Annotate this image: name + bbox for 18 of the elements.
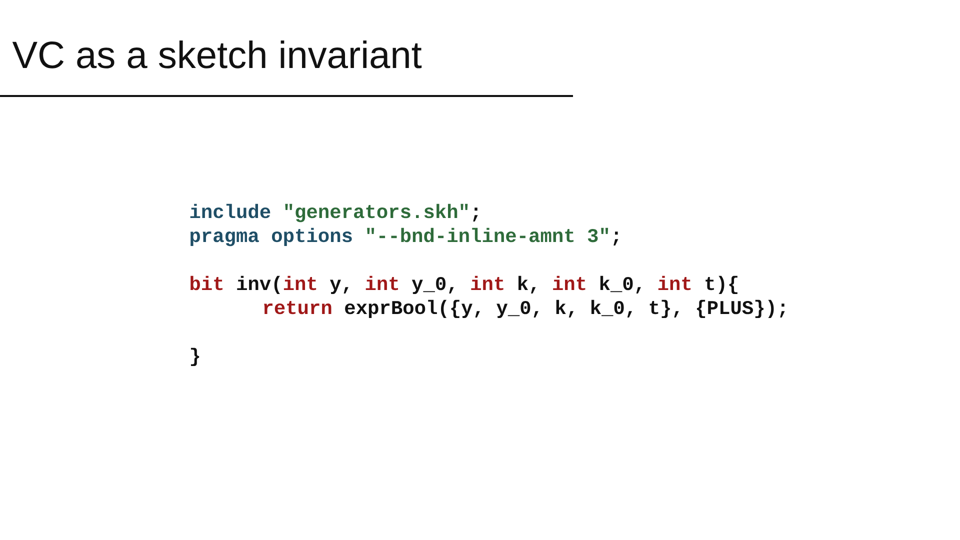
label: inv( xyxy=(237,276,280,294)
code-line: return exprBool({y, y_0, k, k_0, t}, {PLUS}); xyxy=(264,300,785,318)
label: k_0, xyxy=(600,276,641,294)
label: int xyxy=(471,276,504,290)
label: k, xyxy=(518,276,536,294)
code-line: } xyxy=(190,348,200,366)
label: int xyxy=(366,276,398,290)
code-line: bit inv( int y, int y_0, int k, int k_0, int t){ xyxy=(190,276,738,294)
label: t){ xyxy=(706,276,738,294)
label: int xyxy=(658,276,691,290)
label: int xyxy=(284,276,316,290)
slide-title: VC as a sketch invariant xyxy=(12,40,422,68)
label: int xyxy=(553,276,586,290)
label: bit xyxy=(190,276,222,290)
code-line: pragma options "--bnd-inline-amnt 3" ; xyxy=(190,228,618,246)
code-line: include "generators.skh" ; xyxy=(190,204,478,222)
label: y_0, xyxy=(412,276,454,294)
label: y, xyxy=(330,280,348,294)
